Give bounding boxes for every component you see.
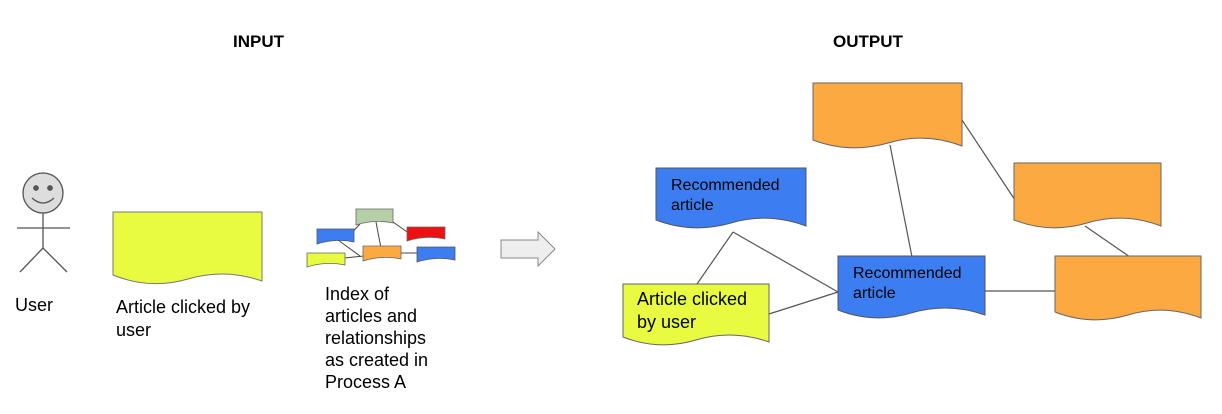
right-arrow-icon xyxy=(500,230,556,268)
index-label-line4: as created in xyxy=(325,350,428,370)
edge-rec-top-to-clicked xyxy=(696,231,734,285)
recommended-article-center-shape xyxy=(837,255,986,319)
edge-right-orange-to-lower xyxy=(1084,225,1131,258)
output-connectors xyxy=(696,116,1131,315)
index-label-line1: Index of xyxy=(325,284,390,304)
clicked-line1: Article clicked xyxy=(637,289,747,309)
edge-top-orange-to-center xyxy=(889,144,913,258)
index-label: Index of articles and relationships as c… xyxy=(325,284,433,392)
index-label-line2: articles and xyxy=(325,306,417,326)
edge-rec-top-to-center xyxy=(732,231,839,293)
orange-article-lower-right xyxy=(1054,255,1202,321)
user-label: User xyxy=(15,295,53,315)
article-clicked-label-line2: user xyxy=(116,320,151,340)
recommended-article-top-shape xyxy=(655,167,807,229)
recommended-center-line1: Recommended xyxy=(853,265,962,282)
article-document-shape xyxy=(112,211,263,285)
index-label-line3: relationships xyxy=(325,328,426,348)
article-clicked-label: Article clicked by user xyxy=(116,297,255,340)
edge-clicked-to-center xyxy=(768,291,839,315)
orange-article-right xyxy=(1013,162,1162,229)
recommended-top-line1: Recommended xyxy=(671,177,780,194)
index-label-line5: Process A xyxy=(325,372,406,392)
recommended-center-line2: article xyxy=(853,285,896,302)
clicked-line2: by user xyxy=(637,312,696,332)
recommended-article-top-label: Recommended article xyxy=(671,177,784,214)
index-graph-icon xyxy=(306,208,456,268)
article-clicked-label-line1: Article clicked by xyxy=(116,297,250,317)
input-heading: INPUT xyxy=(233,32,285,51)
article-clicked-output-label: Article clicked by user xyxy=(637,289,752,332)
recommended-article-center-label: Recommended article xyxy=(853,265,966,302)
user-icon xyxy=(17,172,70,273)
edge-top-orange-to-right xyxy=(959,116,1016,201)
recommended-top-line2: article xyxy=(671,197,714,214)
orange-article-top xyxy=(812,82,963,149)
output-heading: OUTPUT xyxy=(833,32,904,51)
article-clicked-output-shape xyxy=(622,283,770,346)
